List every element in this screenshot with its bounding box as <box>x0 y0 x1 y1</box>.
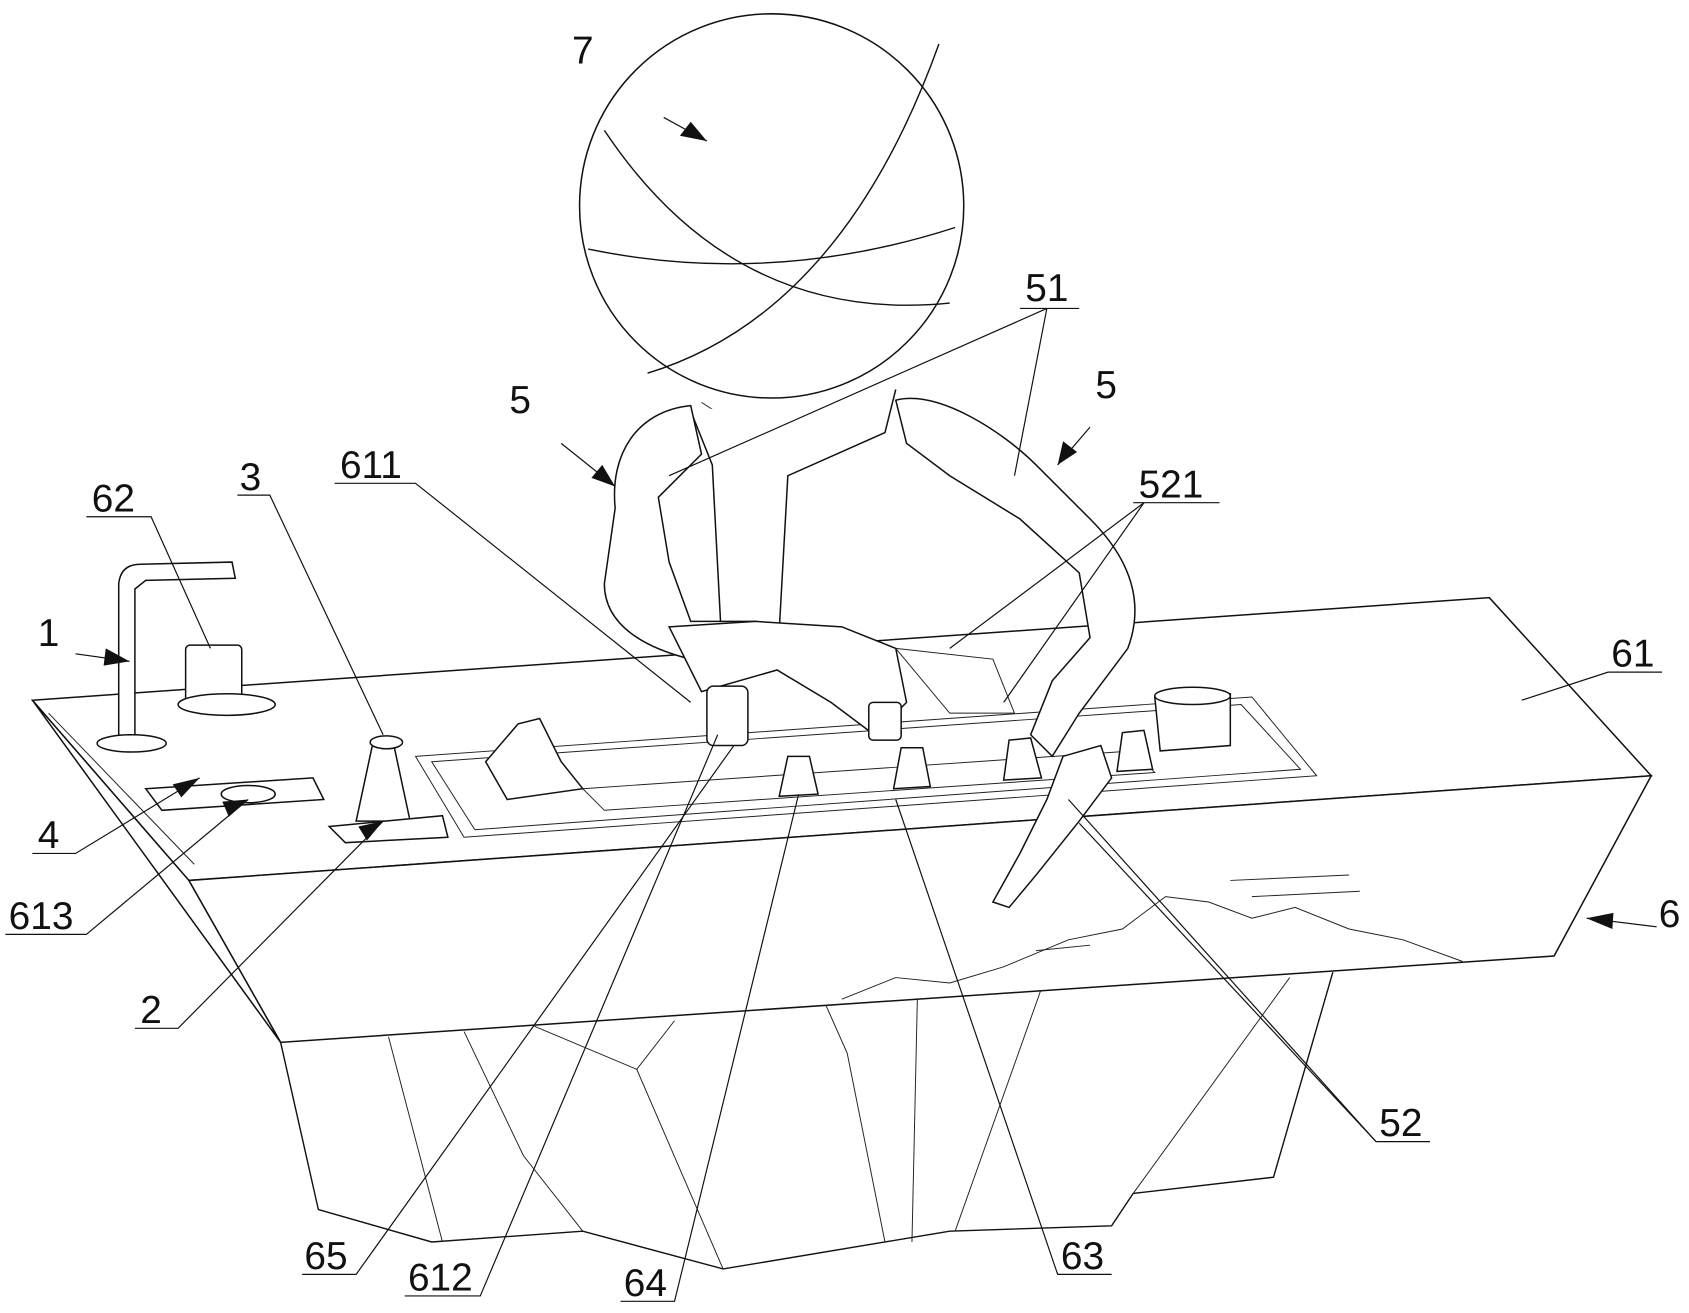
label-65: 65 <box>304 1235 347 1278</box>
label-521: 521 <box>1139 463 1204 506</box>
label-61: 61 <box>1611 633 1654 676</box>
label-1: 1 <box>38 612 60 655</box>
label-3: 3 <box>240 456 262 499</box>
label-613: 613 <box>9 895 74 938</box>
label-4: 4 <box>38 814 60 857</box>
label-7: 7 <box>572 29 594 72</box>
label-62: 62 <box>92 477 135 520</box>
label-52: 52 <box>1379 1102 1422 1145</box>
label-6: 6 <box>1659 893 1681 936</box>
label-2: 2 <box>140 989 162 1032</box>
label-612: 612 <box>408 1257 473 1300</box>
label-63: 63 <box>1061 1235 1104 1278</box>
label-64: 64 <box>624 1262 667 1305</box>
label-5-right: 5 <box>1095 364 1117 407</box>
label-51: 51 <box>1025 267 1068 310</box>
sphere-head <box>580 14 964 428</box>
label-611: 611 <box>340 444 402 487</box>
label-5-left: 5 <box>509 379 531 422</box>
